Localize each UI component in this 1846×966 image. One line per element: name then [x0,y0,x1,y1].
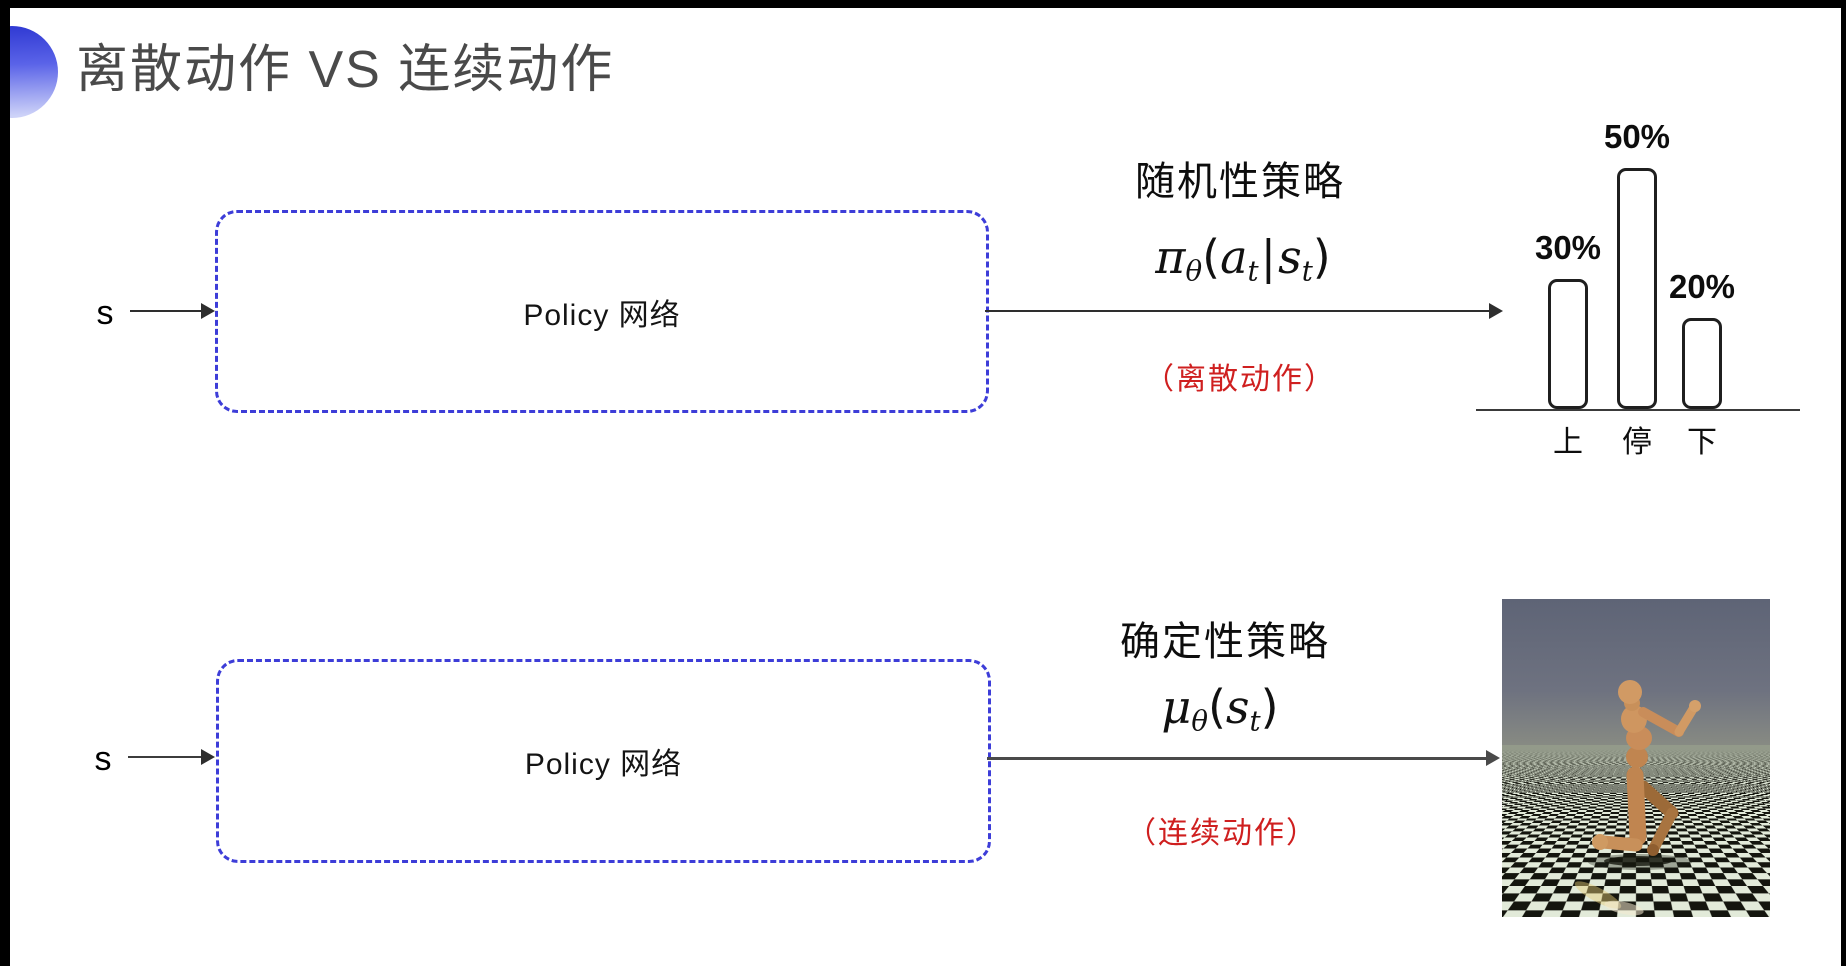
formula-symbol: π [1155,230,1186,284]
bar-value-label: 20% [1668,268,1736,305]
slide-title: 离散动作 VS 连续动作 [76,41,615,99]
action-bar-chart: 30% 上 50% 停 20% 下 [1476,118,1806,459]
bar-category-label: 下 [1687,426,1717,459]
formula-close-paren: ) [1260,680,1279,734]
formula-action-arg: a [1220,230,1248,284]
deterministic-policy-formula: μθ(st) [1020,678,1420,751]
formula-open-paren: ( [1207,680,1226,734]
policy-network-box-bottom: Policy 网络 [216,659,991,863]
input-arrow-bottom [128,749,215,765]
output-arrow-bottom [987,750,1500,766]
policy-network-label-bottom: Policy 网络 [524,748,683,781]
chart-bar [1617,168,1657,409]
bar-value-label: 50% [1603,118,1671,155]
formula-symbol: μ [1161,680,1192,734]
chart-baseline [1476,409,1800,411]
formula-state-arg: s [1278,230,1302,284]
formula-open-paren: ( [1202,230,1221,284]
stochastic-policy-title: 随机性策略 [1135,160,1345,204]
discrete-action-note: （离散动作） [1144,363,1336,396]
bar-category-label: 上 [1553,426,1583,459]
deterministic-policy-title: 确定性策略 [1120,620,1330,664]
formula-state-arg: s [1225,680,1250,734]
formula-conditional-bar: | [1260,230,1277,284]
state-input-label-bottom: s [94,740,112,778]
formula-state-subscript: t [1249,704,1261,738]
chart-bar [1682,318,1722,409]
stochastic-policy-formula: πθ(at|st) [1043,228,1443,301]
policy-network-box-top: Policy 网络 [215,210,989,413]
formula-close-paren: ) [1312,230,1331,284]
frame-edge-left [0,0,10,966]
formula-action-subscript: t [1247,254,1259,288]
bar-category-label: 停 [1622,426,1652,459]
input-arrow-top [130,303,215,319]
formula-symbol-subscript: θ [1185,254,1203,288]
humanoid-simulation-image [1502,599,1770,917]
state-input-label-top: s [96,294,114,332]
humanoid-figure [1574,680,1701,916]
frame-edge-right [1841,0,1846,966]
formula-symbol-subscript: θ [1191,704,1208,738]
bar-value-label: 30% [1534,229,1602,266]
formula-state-subscript: t [1301,254,1313,288]
chart-bar [1548,279,1588,409]
output-arrow-top [985,303,1503,319]
frame-edge-top [0,0,1846,8]
policy-network-label-top: Policy 网络 [523,298,681,332]
continuous-action-note: （连续动作） [1126,817,1318,850]
figure-head [1618,680,1642,704]
